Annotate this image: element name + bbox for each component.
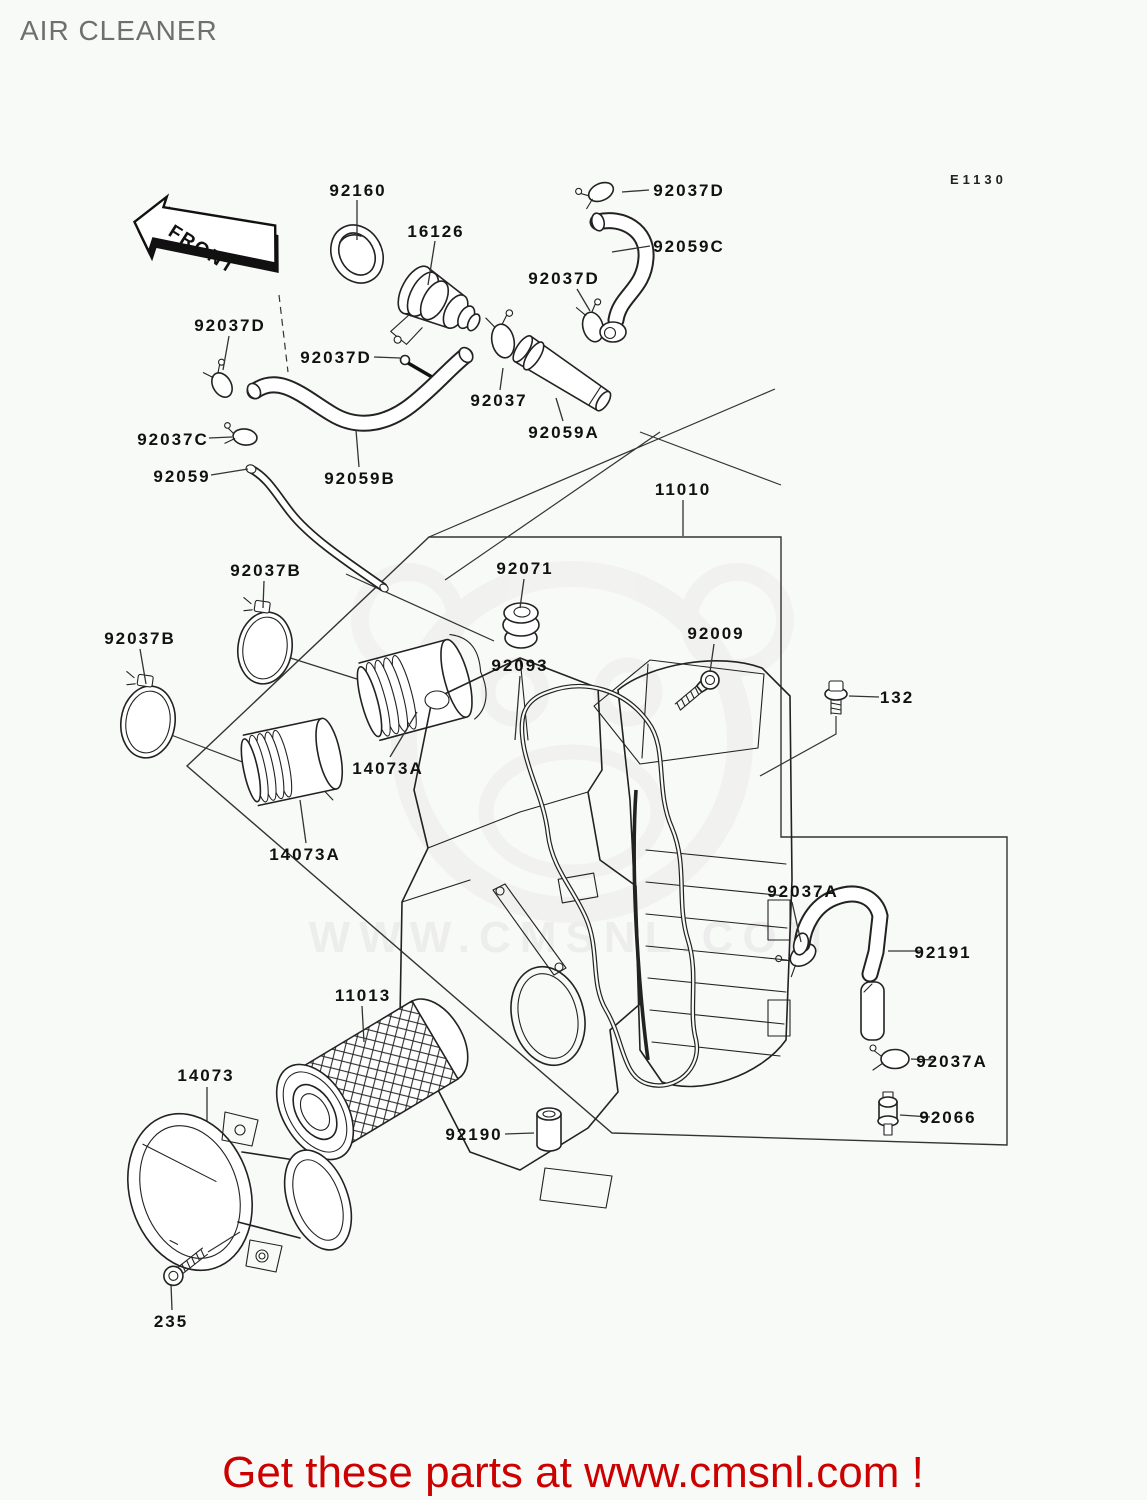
label-92037B-lower: 92037B [104, 629, 176, 648]
label-92066: 92066 [919, 1108, 976, 1127]
part-14073-housing [127, 1111, 353, 1273]
part-92190-bushing [536, 1107, 562, 1152]
label-92037D-left: 92037D [194, 316, 266, 335]
label-14073: 14073 [177, 1066, 234, 1085]
part-number-labels: 92160 16126 92037D 92059C 92037D 92037D … [104, 181, 988, 1331]
part-92059-hose [245, 464, 389, 593]
part-92066-plug [877, 1091, 899, 1136]
part-132-bolt [759, 680, 848, 777]
part-92071-grommet [502, 602, 540, 649]
label-92059B: 92059B [324, 469, 396, 488]
part-92059B-hose [246, 346, 474, 432]
watermark-url-text: WWW.CMSNL.COM [309, 913, 832, 962]
label-92059A: 92059A [528, 423, 600, 442]
part-92037-clamp [485, 309, 516, 359]
label-92191: 92191 [914, 943, 971, 962]
label-92037D-mid: 92037D [300, 348, 372, 367]
part-11013-filter-element [275, 998, 469, 1161]
label-92037A-upper: 92037A [767, 882, 839, 901]
label-92037D-center: 92037D [528, 269, 600, 288]
label-14073A-left: 14073A [269, 845, 341, 864]
label-92059C: 92059C [653, 237, 725, 256]
front-arrow: FRONT [132, 193, 279, 279]
part-92093-gasket [519, 683, 700, 1088]
part-11010-case-body [399, 657, 641, 1209]
cmsnl-banner-text: Get these parts at www.cmsnl.com ! [222, 1448, 924, 1497]
label-92093: 92093 [491, 656, 548, 675]
part-92037D-clamp-left [202, 358, 233, 398]
label-132: 132 [880, 688, 914, 707]
label-92037D-top-right: 92037D [653, 181, 725, 200]
label-92037: 92037 [470, 391, 527, 410]
label-92190: 92190 [445, 1125, 502, 1144]
part-92037A-clamp-lower [869, 1044, 910, 1071]
part-92037D-clamp-topright [575, 181, 615, 210]
label-92071: 92071 [496, 559, 553, 578]
part-92037B-clamp-lower [119, 671, 177, 759]
label-92037B-upper: 92037B [230, 561, 302, 580]
leader-lines [139, 189, 935, 1311]
explosion-axis-4 [345, 573, 495, 642]
label-92037C: 92037C [137, 430, 209, 449]
label-11013: 11013 [335, 986, 391, 1005]
label-92037A-lower: 92037A [916, 1052, 988, 1071]
part-92059A-tube [512, 335, 612, 412]
diagram-code: E1130 [950, 172, 1007, 187]
cmsnl-watermark-logo: WWW.CMSNL.COM [309, 561, 832, 962]
label-235: 235 [154, 1312, 188, 1331]
label-92160: 92160 [329, 181, 386, 200]
part-235-screw [163, 1247, 208, 1287]
part-92160-seal-ring [330, 224, 384, 284]
clamp-duct-axis-lower [157, 729, 254, 767]
part-92009-bolt [674, 670, 720, 711]
label-92059: 92059 [153, 467, 210, 486]
assembly-boundary-box [185, 536, 1008, 1146]
explosion-axis-3 [639, 431, 782, 486]
part-92037C-clamp [224, 422, 258, 446]
part-16126-joint [390, 265, 481, 345]
label-92009: 92009 [687, 624, 744, 643]
part-92059C-hose [589, 212, 655, 343]
label-16126: 16126 [407, 222, 464, 241]
page-title: AIR CLEANER [20, 15, 218, 46]
part-92037B-clamp-upper [236, 597, 294, 685]
part-92037D-clamp-center [575, 298, 605, 343]
part-14073A-duct-left [240, 717, 344, 807]
explosion-axis-2 [444, 431, 661, 581]
explosion-axis-dashed [278, 294, 289, 373]
part-92191-drain-hose [792, 885, 889, 1041]
part-92037D-pin-clamp [399, 354, 433, 379]
label-11010: 11010 [655, 480, 711, 499]
part-14073A-duct-right [356, 634, 487, 742]
explosion-axis-1 [428, 388, 776, 538]
label-14073A-right: 14073A [352, 759, 424, 778]
